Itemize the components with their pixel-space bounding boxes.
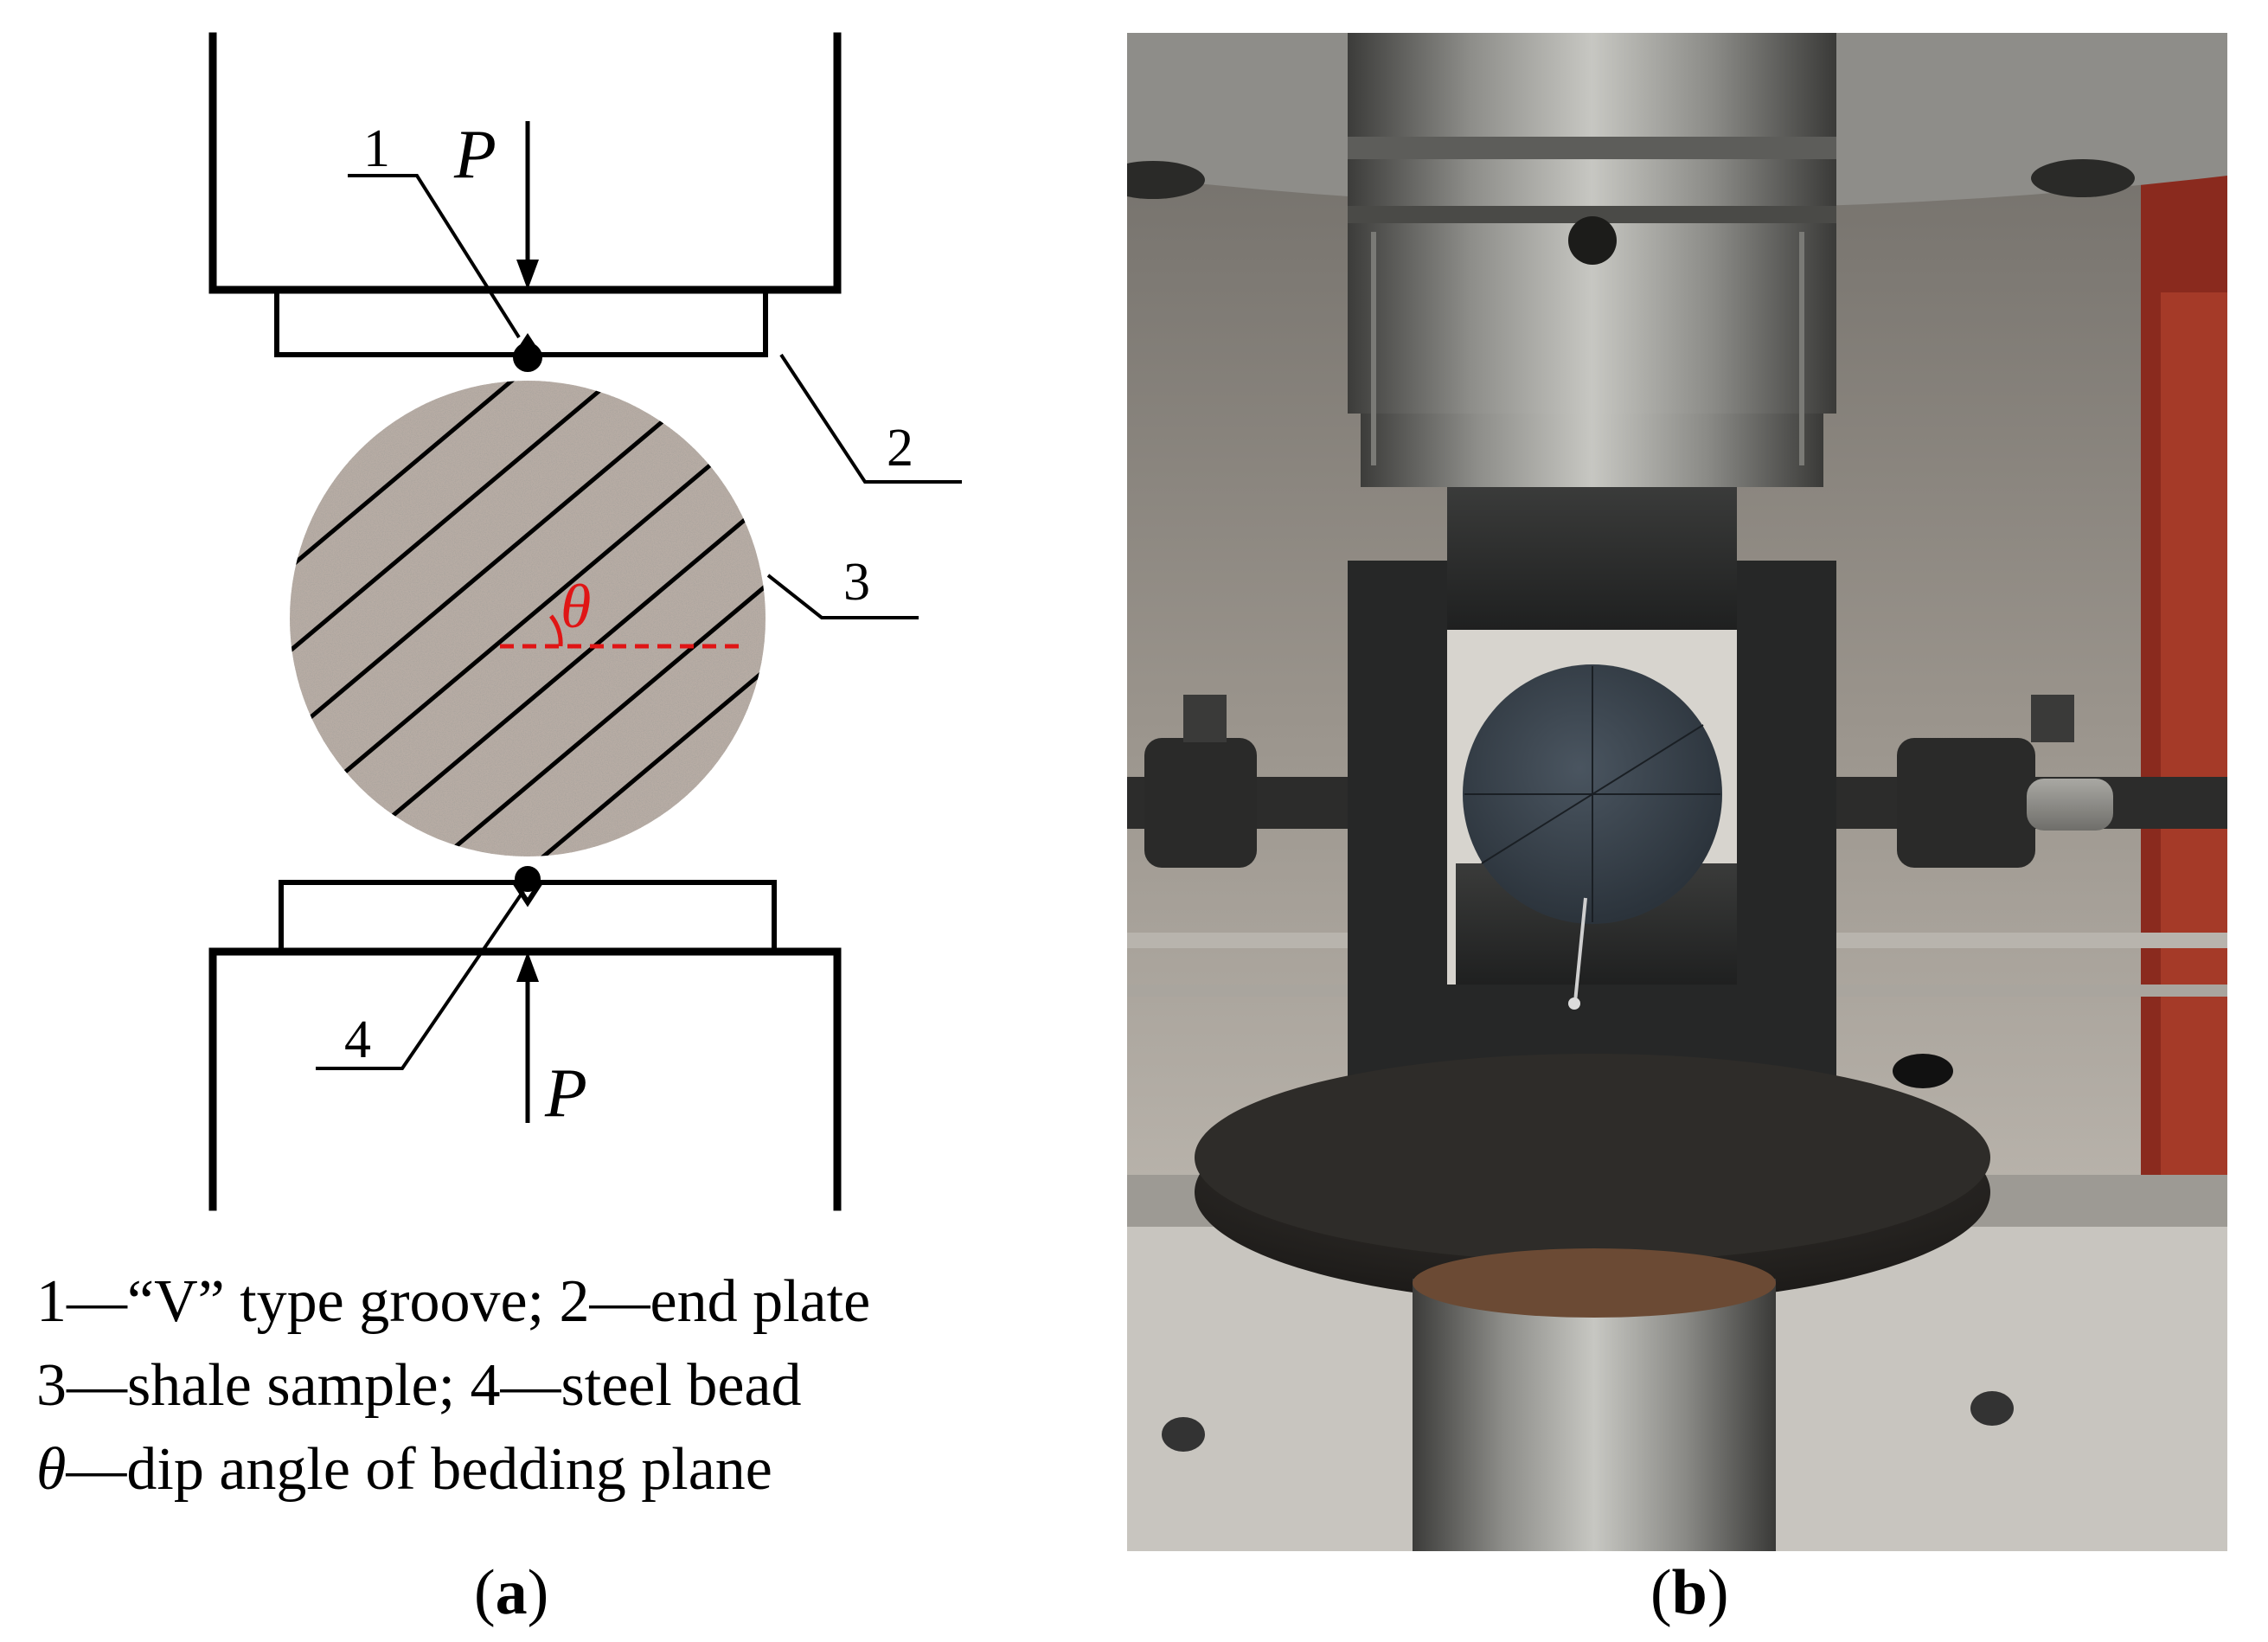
legend-line-3-text: —dip angle of bedding plane (66, 1436, 772, 1503)
lower-end-plate (279, 880, 777, 950)
dip-angle-indicator (500, 614, 742, 649)
legend-line-3: θ—dip angle of bedding plane (36, 1440, 772, 1500)
bottom-steel-bead (515, 866, 541, 892)
bedding-line (290, 381, 766, 856)
callout-4: 4 (344, 1010, 371, 1069)
lower-frame (208, 947, 842, 1211)
angle-label: θ (561, 572, 591, 641)
bottom-load-arrow (516, 952, 539, 1123)
callout-3: 3 (843, 553, 870, 612)
subfigure-letter-a: a (495, 1557, 528, 1628)
bedding-line (290, 410, 766, 856)
upper-loading-block (1447, 487, 1737, 630)
callout-leaders (316, 174, 962, 1070)
lower-piston (1413, 1279, 1776, 1551)
apparatus-photo (1101, 33, 2227, 1551)
fixture-frame (1348, 561, 1836, 1158)
callout-1: 1 (363, 119, 390, 178)
upper-frame (208, 32, 842, 294)
disc-specimen (1463, 664, 1722, 1010)
springs (1371, 232, 1804, 465)
force-label-bottom: P (544, 1055, 587, 1132)
subfigure-label-a: (a) (474, 1557, 549, 1628)
legend-theta-symbol: θ (36, 1436, 67, 1503)
callout-2: 2 (887, 419, 913, 478)
top-load-arrow (516, 121, 539, 290)
bedding-line (290, 459, 766, 856)
force-label-top: P (453, 117, 497, 193)
schematic-panel: P θ (0, 0, 1107, 1638)
subfigure-label-b: (b) (1650, 1557, 1729, 1628)
bedding-line (290, 381, 766, 856)
bedding-line (290, 381, 766, 778)
subfigure-letter-b: b (1671, 1557, 1707, 1628)
apparatus-photo-panel (1101, 33, 2227, 1551)
side-adjusters (1127, 695, 2227, 868)
top-steel-bead (513, 333, 542, 372)
schematic-diagram: P θ (208, 32, 962, 1211)
bedding-line (290, 381, 766, 827)
legend-line-1: 1—“V” type groove; 2—end plate (36, 1268, 871, 1335)
legend-line-2: 3—shale sample; 4—steel bead (36, 1352, 802, 1419)
bedding-line (290, 381, 766, 856)
